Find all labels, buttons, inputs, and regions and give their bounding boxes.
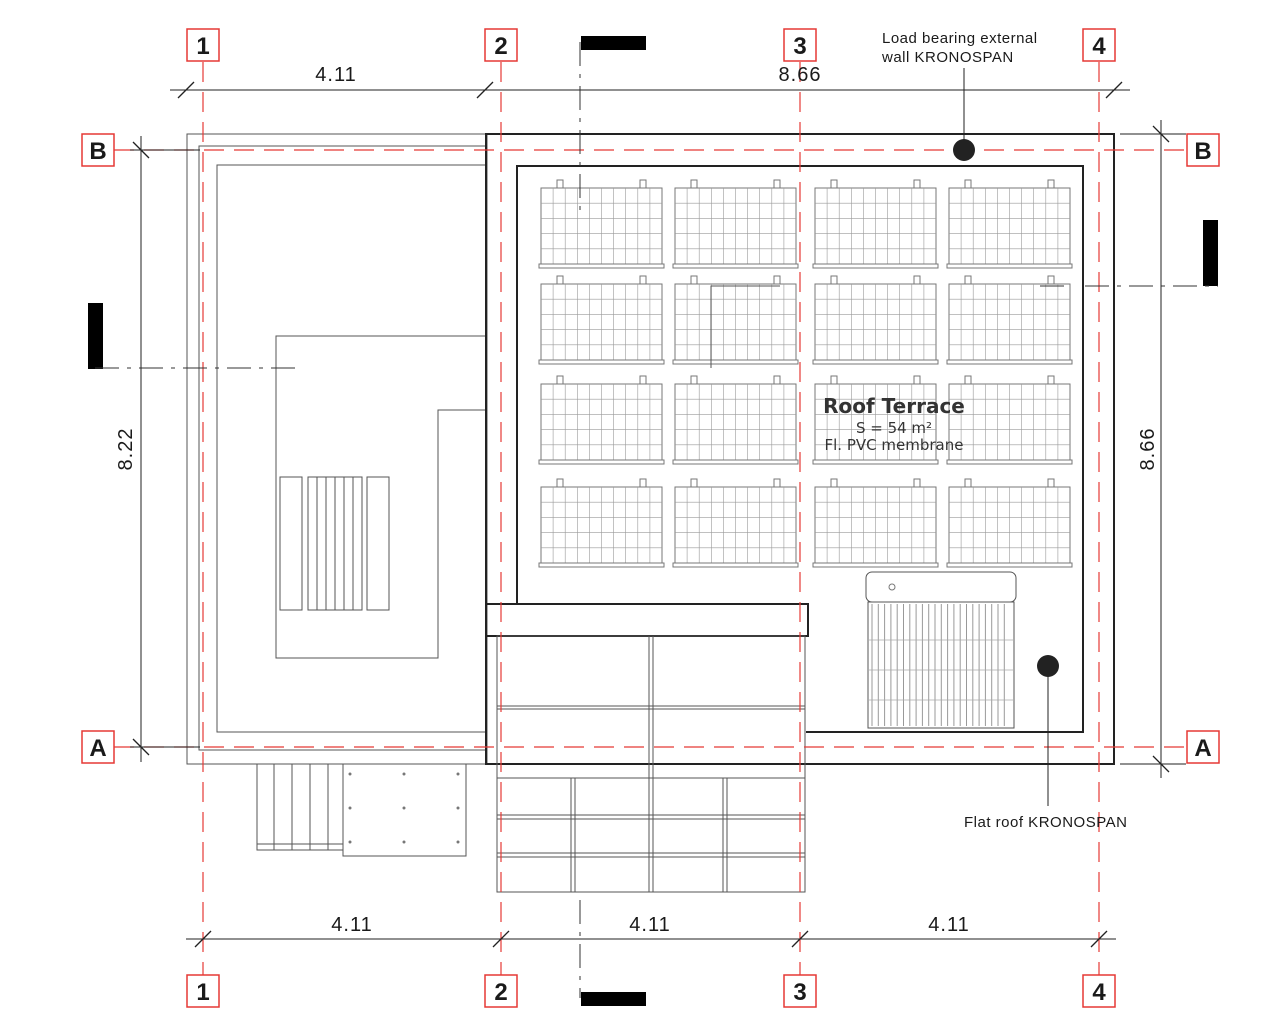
flat-roof-callout-dot [1037,655,1059,677]
grid-bubble-2-top: 2 [484,28,518,62]
grid-bubble-3-bottom: 3 [783,974,817,1008]
section-marker-bottom [581,992,646,1006]
dim-left-vertical: 8.22 [115,428,137,471]
solar-panel [672,375,799,465]
solar-panel [538,375,665,465]
dim-top-left: 4.11 [315,64,356,86]
flat-roof-callout [1037,655,1059,806]
solar-panel [812,275,939,365]
solar-panel [812,478,939,568]
left-roof-inner [216,164,488,733]
solar-panel [812,179,939,269]
entrance-steps [256,763,344,851]
section-markers [88,36,1218,1006]
solar-water-heater [865,571,1017,729]
svg-text:2: 2 [494,979,507,1006]
svg-text:3: 3 [793,33,806,60]
stair-modules [496,635,806,893]
grid-bubble-B-right: B [1186,133,1220,167]
flat-roof-note: Flat roof KRONOSPAN [964,814,1127,831]
wall-note-line2: wall KRONOSPAN [881,49,1014,66]
svg-text:1: 1 [196,979,209,1006]
grid-bubble-3-top: 3 [783,28,817,62]
section-marker-top [581,36,646,50]
roof-terrace-finish: Fl. PVC membrane [825,436,964,454]
roof-stair-treads [279,476,390,611]
solar-panel [946,478,1073,568]
solar-panel [946,179,1073,269]
grid-bubble-1-bottom: 1 [186,974,220,1008]
solar-panel [538,478,665,568]
solar-panel [672,275,799,365]
solar-panel [538,179,665,269]
solar-panel [812,375,939,465]
dim-bottom-2: 4.11 [629,914,670,936]
svg-text:B: B [89,138,106,165]
svg-text:4: 4 [1092,33,1106,60]
roof-hatch-outline [275,335,487,659]
wall-callout-dot [953,139,975,161]
left-roof-parapet [198,145,488,751]
svg-text:1: 1 [196,33,209,60]
terrace-parapet-inner [516,165,1084,733]
entrance-landing [342,763,467,857]
grid-bubble-2-bottom: 2 [484,974,518,1008]
solar-panel [672,478,799,568]
section-marker-left [88,303,103,369]
grid-bubble-4-bottom: 4 [1082,974,1116,1008]
grid-bubble-4-top: 4 [1082,28,1116,62]
roof-terrace-area: S = 54 m² [856,419,932,437]
svg-text:A: A [89,735,106,762]
svg-text:B: B [1194,138,1211,165]
wall-callout [953,68,975,161]
solar-panel [946,375,1073,465]
dimension-lines [130,81,1186,948]
left-roof-outline [186,133,488,765]
svg-text:3: 3 [793,979,806,1006]
wall-note-line1: Load bearing external [882,30,1038,47]
grid-bubble-B-left: B [81,133,115,167]
stair-head-block [485,603,809,637]
section-marker-right [1203,220,1218,286]
svg-text:4: 4 [1092,979,1106,1006]
dim-bottom-1: 4.11 [331,914,372,936]
grid-bubble-A-right: A [1186,730,1220,764]
svg-text:2: 2 [494,33,507,60]
solar-panel [946,275,1073,365]
roof-terrace-title: Roof Terrace [823,394,965,418]
svg-text:A: A [1194,735,1211,762]
solar-panel [672,179,799,269]
dim-top-overall: 8.66 [779,64,822,86]
solar-panel-array [538,179,1073,568]
dim-right-vertical: 8.66 [1137,428,1159,471]
grid-lines [114,62,1186,975]
dim-bottom-3: 4.11 [928,914,969,936]
grid-bubble-A-left: A [81,730,115,764]
grid-bubble-1-top: 1 [186,28,220,62]
solar-panel [538,275,665,365]
